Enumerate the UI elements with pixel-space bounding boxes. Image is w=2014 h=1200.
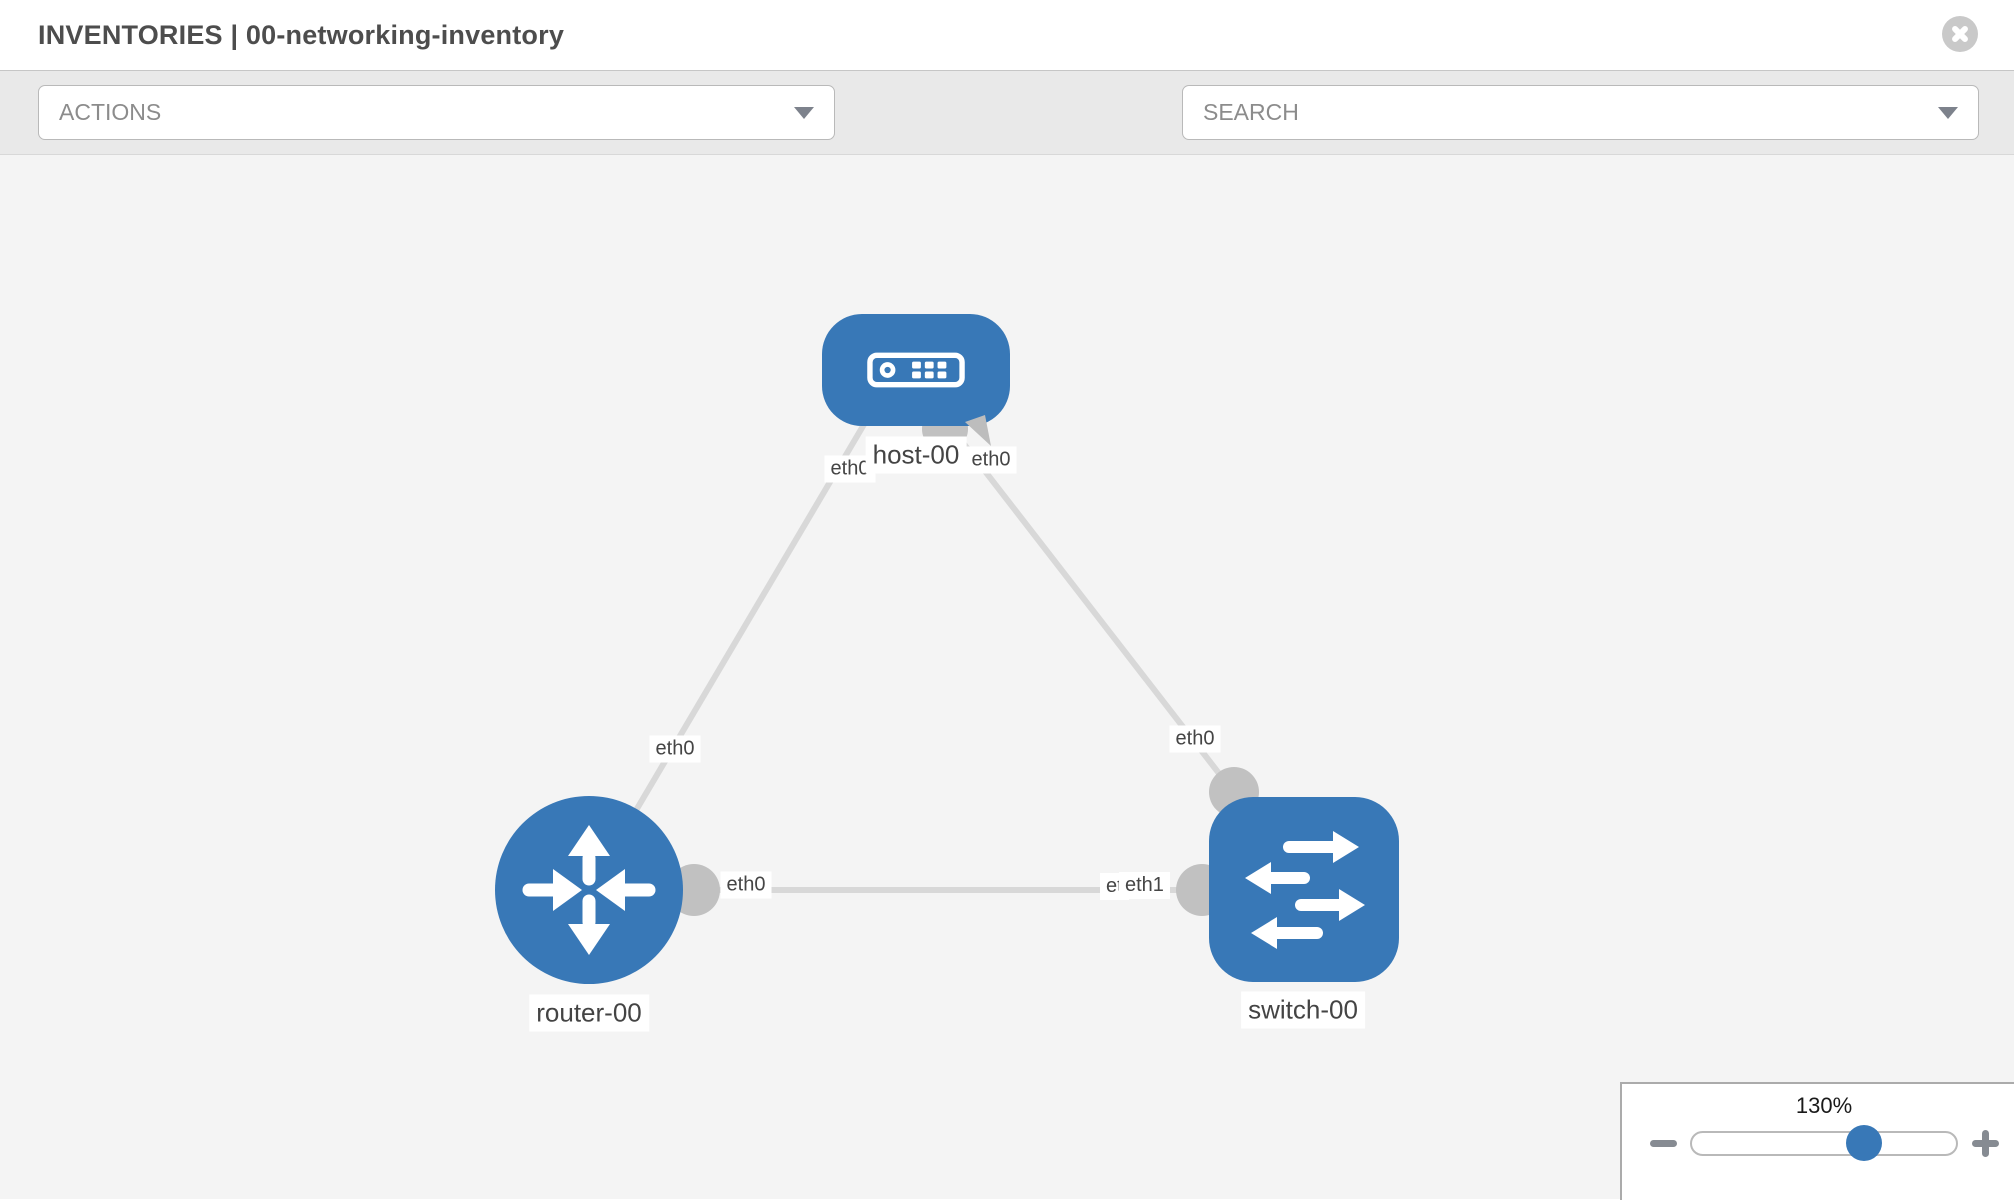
link-host-router[interactable]: [586, 353, 908, 892]
interface-label-eth0: eth0: [965, 446, 1017, 474]
interface-label-eth0: eth0: [1169, 725, 1221, 753]
interface-label-eth1: eth1: [1119, 872, 1170, 899]
interface-label-eth0: eth0: [720, 871, 772, 899]
chevron-down-icon: [1938, 107, 1958, 119]
host-icon: [867, 352, 965, 388]
search-dropdown[interactable]: SEARCH: [1182, 85, 1979, 140]
zoom-in-icon[interactable]: [1972, 1130, 1999, 1157]
chevron-down-icon: [794, 107, 814, 119]
node-host-00[interactable]: [822, 314, 1010, 426]
actions-dropdown[interactable]: ACTIONS: [38, 85, 835, 140]
zoom-slider[interactable]: [1690, 1125, 1958, 1161]
zoom-panel: 130%: [1620, 1082, 2014, 1200]
link-tail-decoration: [965, 415, 991, 446]
switch-icon: [1245, 831, 1365, 949]
node-label-switch-00[interactable]: switch-00: [1241, 991, 1365, 1029]
topology-canvas[interactable]: eth0 eth0 eth0 eth0 eth0 et eth1 host-00…: [0, 155, 2014, 1200]
node-label-router-00[interactable]: router-00: [529, 994, 649, 1032]
node-switch-00[interactable]: [1209, 797, 1399, 982]
panel-header: INVENTORIES | 00-networking-inventory: [0, 0, 2014, 71]
zoom-level: 130%: [1795, 1093, 1853, 1118]
close-icon: [1950, 24, 1970, 44]
zoom-slider-thumb[interactable]: [1846, 1125, 1882, 1161]
interface-label-eth0: eth0: [649, 735, 701, 763]
links-layer: [586, 353, 1313, 916]
node-label-host-00[interactable]: host-00: [865, 436, 967, 474]
zoom-out-icon[interactable]: [1650, 1140, 1677, 1147]
router-icon: [522, 825, 656, 955]
page-title: INVENTORIES | 00-networking-inventory: [38, 20, 565, 50]
node-router-00[interactable]: [495, 796, 683, 984]
search-dropdown-label: SEARCH: [1203, 99, 1299, 125]
actions-dropdown-label: ACTIONS: [59, 99, 162, 125]
toolbar: ACTIONS SEARCH: [0, 71, 2014, 203]
close-button[interactable]: [1942, 16, 1978, 52]
